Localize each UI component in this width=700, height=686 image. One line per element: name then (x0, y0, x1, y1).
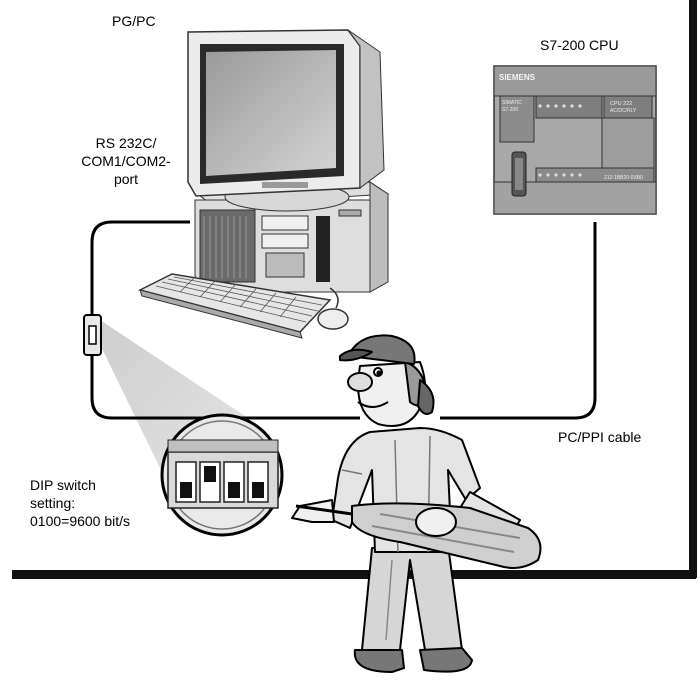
plc-line2: S7-200 (502, 107, 518, 113)
technician-figure (291, 334, 542, 673)
dip-switch-block-icon (167, 439, 279, 509)
s7-200-cpu-icon: SIEMENS SIMATIC S7-200 CPU 222 AC/DC/RLY… (493, 65, 657, 215)
floor-line (12, 570, 696, 579)
rs232-connector-icon (83, 314, 102, 356)
mouse-icon (317, 287, 349, 330)
dip-switch-1 (180, 482, 192, 498)
dip-switch-setting-label: DIP switch setting: 0100=9600 bit/s (30, 477, 131, 529)
s7-200-cpu-label: S7-200 CPU (540, 37, 619, 53)
monitor-icon (187, 29, 385, 212)
rs232-port-label: RS 232C/ COM1/COM2- port (81, 135, 171, 187)
pc-ppi-cable-label: PC/PPI cable (558, 429, 642, 445)
dip-switch-4 (252, 482, 264, 498)
pc-tower-icon (193, 181, 390, 293)
plc-brand: SIEMENS (499, 73, 536, 82)
plc-order-number: 212-1BB20-0XB0 (604, 175, 643, 181)
dip-switch-3 (228, 482, 240, 498)
plc-line1: SIMATIC (502, 100, 522, 106)
right-wall-line (689, 0, 697, 578)
plc-type: AC/DC/RLY (610, 108, 637, 114)
keyboard-icon (137, 273, 332, 339)
plc-model: CPU 222 (610, 101, 632, 107)
dip-switch-magnifier (160, 413, 284, 537)
dip-switch-2 (204, 466, 216, 482)
pc-ppi-cable (90, 220, 597, 420)
pgpc-label: PG/PC (112, 13, 156, 29)
